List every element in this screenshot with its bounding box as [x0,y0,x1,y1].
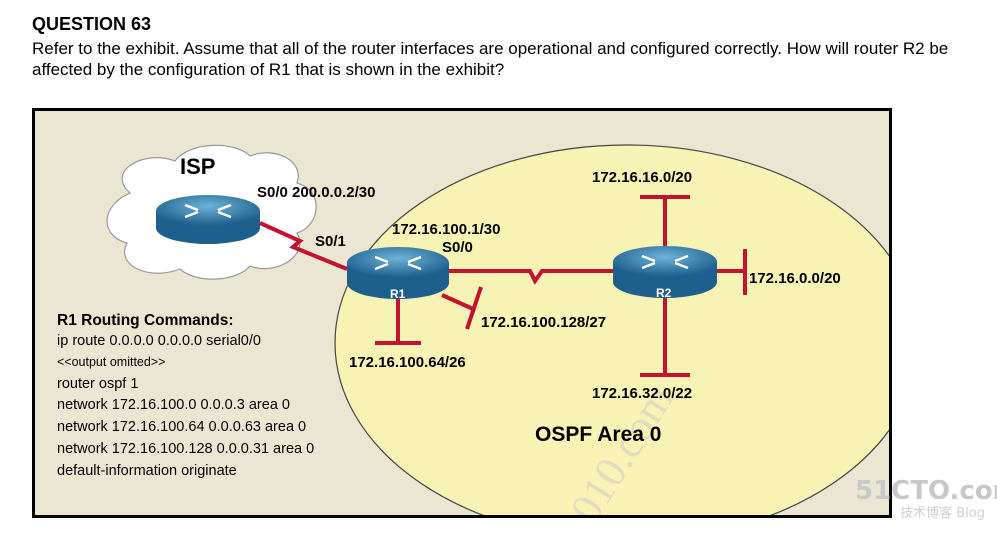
question-title: QUESTION 63 [32,14,152,34]
command-line: ip route 0.0.0.0 0.0.0.0 serial0/0 [57,333,261,349]
logo-line1: 51CTO.com [855,476,997,506]
command-line: default-information originate [57,463,237,479]
site-logo: 51CTO.com 技术博客 Blog [855,476,997,527]
command-line: network 172.16.100.128 0.0.0.31 area 0 [57,441,314,457]
net-right-label: 172.16.0.0/20 [749,270,841,287]
command-line: network 172.16.100.64 0.0.0.63 area 0 [57,419,306,435]
net-top-label: 172.16.16.0/20 [592,169,692,186]
isp-r1-serial-link [259,221,348,271]
r1-routing-commands: R1 Routing Commands: ip route 0.0.0.0 0.… [57,312,314,479]
isp-label: ISP [180,154,215,179]
command-line: router ospf 1 [57,376,138,392]
topology-diagram: ha010.com ISP S0/0 200.0.0.2/30 S0/1 172… [57,144,889,515]
network-exhibit: ha010.com ISP S0/0 200.0.0.2/30 S0/1 172… [32,108,892,518]
logo-line2: 技术博客 Blog [900,506,985,521]
r2-router-icon [613,246,717,298]
r1-name: R1 [390,287,406,301]
r1-s00-ip-label: 172.16.100.1/30 [392,221,500,238]
net-bottom-label: 172.16.32.0/22 [592,385,692,402]
r2-lan-links [640,195,747,377]
ospf-area-label: OSPF Area 0 [535,423,661,446]
net-r1-right-label: 172.16.100.128/27 [481,314,606,331]
r1-router-icon [347,247,449,299]
question-text: Refer to the exhibit. Assume that all of… [32,39,949,79]
r1-s00-label: S0/0 [442,239,473,256]
isp-router-icon [156,195,260,244]
command-line: <<output omitted>> [57,355,165,369]
r1-r2-serial-link [449,269,613,285]
net-r1-bottom-label: 172.16.100.64/26 [349,354,466,371]
r1-lan-links [375,286,483,345]
command-line: network 172.16.100.0 0.0.0.3 area 0 [57,397,290,413]
ospf-area-ellipse [334,144,889,515]
commands-heading: R1 Routing Commands: [57,312,234,329]
r1-s01-label: S0/1 [315,233,346,250]
isp-interface-label: S0/0 200.0.0.2/30 [257,184,375,201]
r2-name: R2 [656,286,672,300]
